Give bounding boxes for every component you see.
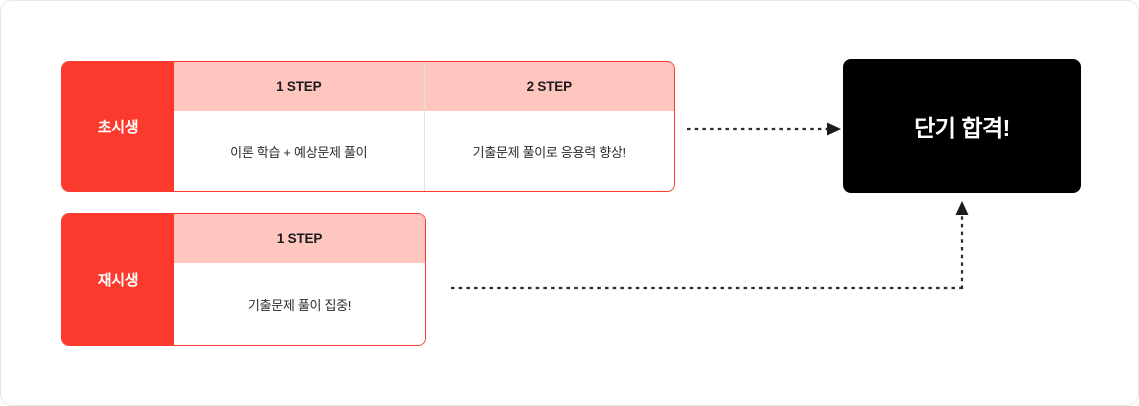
track-label-jaesisaeng: 재시생 <box>62 214 174 345</box>
arrow-chosisaeng-to-result-icon <box>687 122 841 136</box>
step-header-2: 2 STEP <box>424 62 674 111</box>
step-body-2: 기출문제 풀이로 응용력 향상! <box>424 111 674 191</box>
track-label-chosisaeng: 초시생 <box>62 62 174 191</box>
plan-table-jaesisaeng: 재시생 1 STEP 기출문제 풀이 집중! <box>61 213 426 346</box>
step-column-1: 1 STEP 기출문제 풀이 집중! <box>174 214 425 345</box>
arrow-head-right <box>827 122 841 136</box>
step-column-1: 1 STEP 이론 학습 + 예상문제 풀이 <box>174 62 424 191</box>
result-label: 단기 합격! <box>914 115 1010 141</box>
step-columns-chosisaeng: 1 STEP 이론 학습 + 예상문제 풀이 2 STEP 기출문제 풀이로 응… <box>174 62 674 191</box>
step-body-1: 기출문제 풀이 집중! <box>174 263 425 345</box>
plan-table-chosisaeng: 초시생 1 STEP 이론 학습 + 예상문제 풀이 2 STEP 기출문제 풀… <box>61 61 675 192</box>
step-header-1: 1 STEP <box>174 62 424 111</box>
step-header-1: 1 STEP <box>174 214 425 263</box>
arrow-head-up <box>955 201 969 215</box>
step-column-2: 2 STEP 기출문제 풀이로 응용력 향상! <box>423 62 674 191</box>
step-body-1: 이론 학습 + 예상문제 풀이 <box>174 111 424 191</box>
arrow-jaesisaeng-to-result-icon <box>451 201 969 290</box>
result-box: 단기 합격! <box>843 59 1081 193</box>
step-columns-jaesisaeng: 1 STEP 기출문제 풀이 집중! <box>174 214 425 345</box>
